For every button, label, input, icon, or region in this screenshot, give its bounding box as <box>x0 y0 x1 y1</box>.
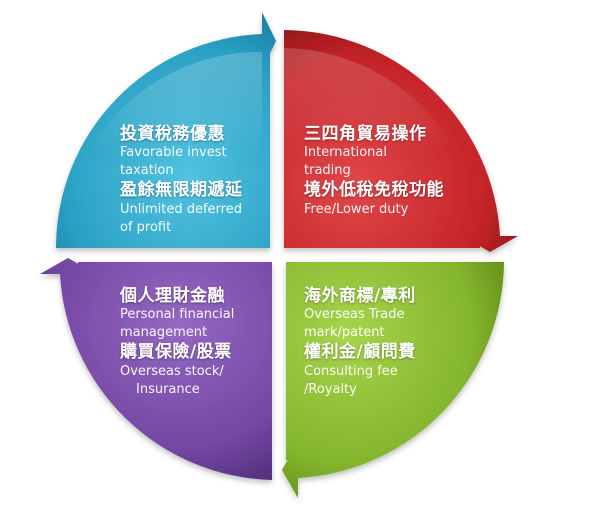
title: 三四角貿易操作 <box>304 124 427 144</box>
subtitle: Free/Lower duty <box>304 201 409 217</box>
title: 海外商標/專利 <box>304 286 416 306</box>
subtitle: trading <box>304 163 351 179</box>
subtitle: Insurance <box>136 381 200 397</box>
subtitle: management <box>120 325 208 341</box>
quadrant-bottom-right <box>282 262 504 498</box>
quadrant-top-right-text: 三四角貿易操作 International trading 境外低稅免稅功能 F… <box>304 124 444 219</box>
subtitle: /Royalty <box>304 381 357 397</box>
subtitle: Personal financial <box>120 307 235 323</box>
quadrant-bottom-right-text: 海外商標/專利 Overseas Trade mark/patent 權利金/顧… <box>304 286 416 399</box>
subtitle: Unlimited deferred <box>120 201 242 217</box>
highlight <box>90 51 262 150</box>
subtitle: International <box>304 145 387 161</box>
subtitle: Overseas Trade <box>304 307 405 323</box>
subtitle: of profit <box>120 219 172 235</box>
title: 投資稅務優惠 <box>120 124 225 144</box>
title: 盈餘無限期遞延 <box>120 180 243 201</box>
highlight <box>284 48 455 150</box>
subtitle: mark/patent <box>304 325 385 341</box>
subtitle: Favorable invest <box>120 145 227 161</box>
subtitle: Consulting fee <box>304 363 398 379</box>
quadrant-top-left-text: 投資稅務優惠 Favorable invest taxation 盈餘無限期遞延… <box>120 124 243 237</box>
title: 權利金/顧問費 <box>304 342 416 363</box>
title: 境外低稅免稅功能 <box>304 180 444 201</box>
quadrant-bottom-left-text: 個人理財金融 Personal financial management 購買保… <box>120 286 234 399</box>
title: 個人理財金融 <box>120 286 225 306</box>
subtitle: Overseas stock/ <box>120 363 224 379</box>
subtitle: taxation <box>120 163 174 179</box>
title: 購買保險/股票 <box>120 342 232 363</box>
quadrant-bottom-left <box>40 258 272 480</box>
